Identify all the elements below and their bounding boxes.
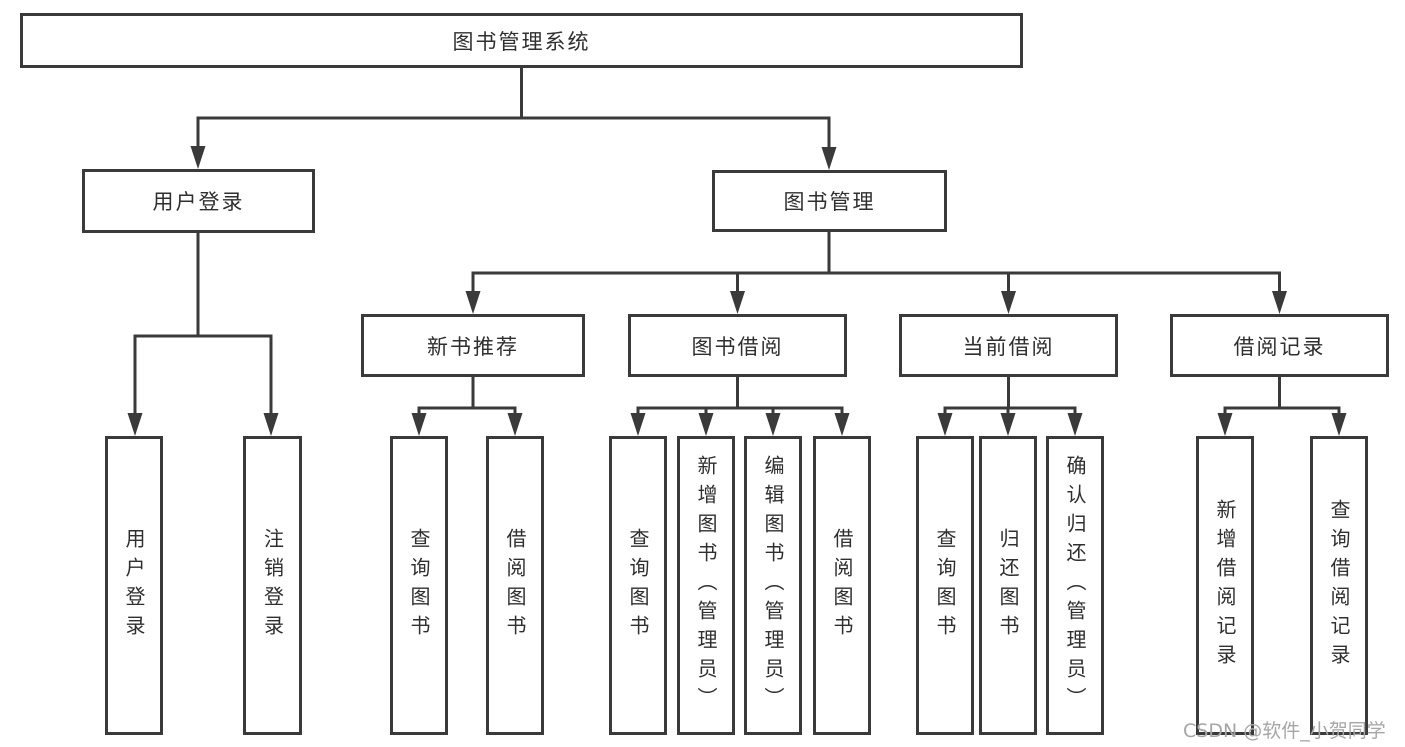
leaf-node-borrow-books-1: 借阅图书 — [486, 436, 544, 735]
node-new-book-recommend-label: 新书推荐 — [427, 334, 519, 359]
leaf-node-user-login: 用户登录 — [105, 436, 163, 735]
node-book-borrow: 图书借阅 — [628, 314, 847, 377]
leaf-label: 归还图书 — [996, 527, 1020, 644]
leaf-node-query-books-2: 查询图书 — [609, 436, 667, 735]
node-book-borrow-label: 图书借阅 — [691, 334, 784, 359]
node-current-borrow-label: 当前借阅 — [962, 334, 1055, 359]
leaf-label: 编辑图书（管理员） — [761, 455, 785, 716]
node-borrow-records-label: 借阅记录 — [1233, 334, 1326, 359]
leaf-label: 借阅图书 — [830, 527, 854, 644]
leaf-label: 查询借阅记录 — [1327, 498, 1351, 673]
leaf-node-add-books-admin: 新增图书（管理员） — [677, 436, 735, 735]
root-node-system: 图书管理系统 — [20, 13, 1023, 68]
connector-root-to-level2 — [190, 68, 837, 170]
node-user-login: 用户登录 — [82, 169, 315, 233]
leaf-node-confirm-return-admin: 确认归还（管理员） — [1046, 436, 1104, 735]
leaf-label: 查询图书 — [626, 527, 650, 644]
connector-user-login-children — [127, 233, 279, 436]
node-new-book-recommend: 新书推荐 — [361, 314, 585, 377]
connector-book-management-children — [465, 232, 1287, 314]
leaf-label: 新增图书（管理员） — [694, 455, 718, 716]
leaf-node-query-books-3: 查询图书 — [916, 436, 974, 735]
leaf-label: 查询图书 — [933, 527, 957, 644]
leaf-node-logout: 注销登录 — [243, 436, 302, 735]
leaf-node-query-borrow-record: 查询借阅记录 — [1310, 436, 1368, 735]
node-book-management-label: 图书管理 — [783, 190, 876, 214]
leaf-node-add-borrow-record: 新增借阅记录 — [1196, 436, 1254, 735]
leaf-label: 确认归还（管理员） — [1063, 455, 1087, 716]
leaf-node-borrow-books-2: 借阅图书 — [813, 436, 871, 735]
connector-current-borrow-children — [937, 377, 1083, 436]
leaf-label: 查询图书 — [407, 527, 431, 644]
node-borrow-records: 借阅记录 — [1170, 314, 1389, 377]
leaf-node-edit-books-admin: 编辑图书（管理员） — [744, 436, 802, 735]
leaf-label: 注销登录 — [260, 527, 285, 644]
node-user-login-label: 用户登录 — [152, 190, 245, 214]
csdn-watermark: CSDN @软件_小贺同学 — [1183, 720, 1386, 742]
node-current-borrow: 当前借阅 — [899, 314, 1118, 377]
leaf-node-query-books-1: 查询图书 — [390, 436, 448, 735]
root-node-label: 图书管理系统 — [452, 29, 591, 54]
leaf-label: 用户登录 — [122, 527, 146, 644]
connector-book-borrow-children — [630, 377, 850, 436]
node-book-management: 图书管理 — [712, 170, 947, 232]
connector-borrow-records-children — [1217, 377, 1347, 436]
leaf-node-return-books: 归还图书 — [979, 436, 1037, 735]
leaf-label: 借阅图书 — [503, 527, 527, 644]
leaf-label: 新增借阅记录 — [1213, 498, 1237, 673]
connector-new-book-recommend-children — [411, 377, 523, 436]
